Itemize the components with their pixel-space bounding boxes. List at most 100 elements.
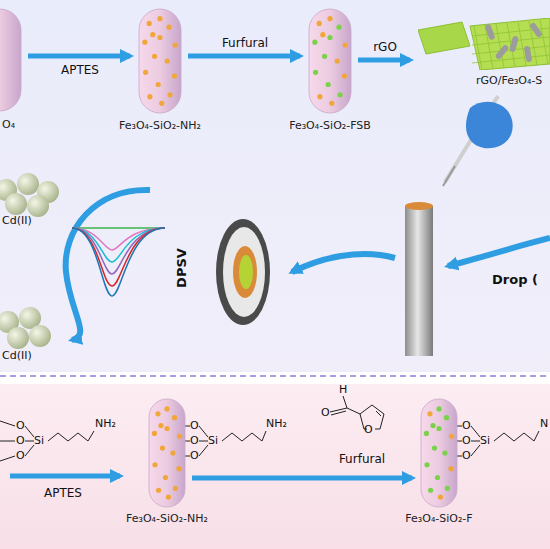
nanorod — [529, 22, 543, 39]
reaction-arrow — [28, 54, 130, 59]
reaction-arrow — [358, 58, 410, 63]
surface-dot — [449, 434, 454, 439]
glove — [466, 102, 513, 148]
capsule-body — [0, 9, 21, 111]
sphere — [29, 325, 51, 347]
surface-dot — [164, 406, 169, 411]
bond — [331, 411, 346, 415]
surface-dot — [343, 42, 348, 47]
surface-dot — [163, 475, 168, 480]
curve — [72, 228, 165, 296]
disk-core — [233, 246, 257, 298]
surface-dot — [448, 466, 453, 471]
surface-dot — [164, 426, 169, 431]
bond — [185, 426, 190, 427]
capsule-node: O₄ — [0, 8, 22, 112]
capsule-node: Fe₃O₄-SiO₂-NH₂ — [148, 398, 186, 508]
atom-label: O — [462, 450, 471, 462]
chain — [222, 431, 266, 441]
surface-dot — [152, 462, 157, 467]
disk-film — [239, 255, 253, 289]
surface-dot — [172, 415, 177, 420]
atom-label: O — [462, 420, 471, 432]
surface-dot — [327, 35, 332, 40]
surface-dot — [342, 73, 347, 78]
surface-dot — [176, 466, 181, 471]
surface-dot — [158, 423, 163, 428]
dpsv-curves — [72, 228, 165, 296]
surface-dot — [312, 40, 317, 45]
surface-dot — [156, 488, 161, 493]
surface-dot — [424, 462, 429, 467]
bond — [0, 421, 15, 426]
capsule-body — [149, 399, 185, 507]
pipette — [443, 96, 513, 186]
rgo-grid — [496, 24, 504, 68]
surface-dot — [143, 70, 148, 75]
surface-dot — [177, 434, 182, 439]
capsule-body — [139, 9, 181, 113]
chain — [48, 431, 94, 441]
node-shape — [138, 8, 182, 114]
pipette-tip — [443, 166, 455, 186]
bond — [199, 426, 208, 437]
nanorod — [495, 44, 510, 60]
nanorod — [524, 46, 533, 63]
sphere — [5, 193, 27, 215]
surface-dot — [313, 70, 318, 75]
capsule-node: Fe₃O₄-SiO₂-F — [420, 398, 458, 508]
atom-label: O — [16, 420, 25, 432]
surface-dot — [436, 406, 441, 411]
atom-label: N — [540, 418, 548, 430]
surface-dot — [320, 32, 325, 37]
flow-arrow — [292, 254, 395, 272]
surface-dot — [438, 495, 443, 500]
surface-dot — [442, 450, 447, 455]
surface-dot — [165, 58, 170, 63]
reagent-label: Furfural — [222, 36, 268, 50]
surface-dot — [157, 35, 162, 40]
double-bond — [376, 411, 381, 416]
bond — [457, 441, 462, 442]
surface-dot — [444, 415, 449, 420]
capsule-node: Fe₃O₄-SiO₂-FSB — [308, 8, 352, 114]
surface-dot — [327, 16, 332, 21]
bond — [0, 456, 15, 461]
capsule-body — [309, 9, 351, 113]
bond — [471, 445, 480, 456]
node-shape — [418, 18, 550, 70]
bond — [199, 445, 208, 456]
bond — [25, 426, 34, 437]
rgo-grid — [540, 20, 548, 64]
node-label: Fe₃O₄-SiO₂-NH₂ — [119, 119, 201, 132]
capsule-node: Fe₃O₄-SiO₂-NH₂ — [138, 8, 182, 114]
surface-dot — [160, 446, 165, 451]
capsule-body — [421, 399, 457, 507]
bottom-panel — [0, 384, 550, 549]
bond — [471, 426, 480, 437]
node-label: O₄ — [2, 118, 15, 131]
atom-label: Si — [480, 435, 490, 447]
node-label: rGO/Fe₃O₄-S — [476, 74, 542, 87]
disk-rim — [216, 219, 270, 325]
surface-dot — [428, 488, 433, 493]
top-panel — [0, 0, 550, 372]
rgo-sheet — [470, 18, 550, 70]
surface-dot — [167, 92, 172, 97]
atom-label: NH₂ — [95, 418, 116, 430]
reagent-label: rGO — [373, 40, 397, 54]
surface-dot — [142, 40, 147, 45]
rod-body — [405, 206, 433, 356]
surface-dot — [432, 446, 437, 451]
atom-label: O — [364, 424, 373, 436]
surface-dot — [147, 21, 152, 26]
sphere — [27, 195, 49, 217]
atom-label: Si — [34, 435, 44, 447]
disk-face — [223, 227, 265, 317]
surface-dot — [337, 92, 342, 97]
surface-dot — [445, 486, 450, 491]
surface-dot — [317, 21, 322, 26]
aptes-arrow — [10, 474, 120, 479]
